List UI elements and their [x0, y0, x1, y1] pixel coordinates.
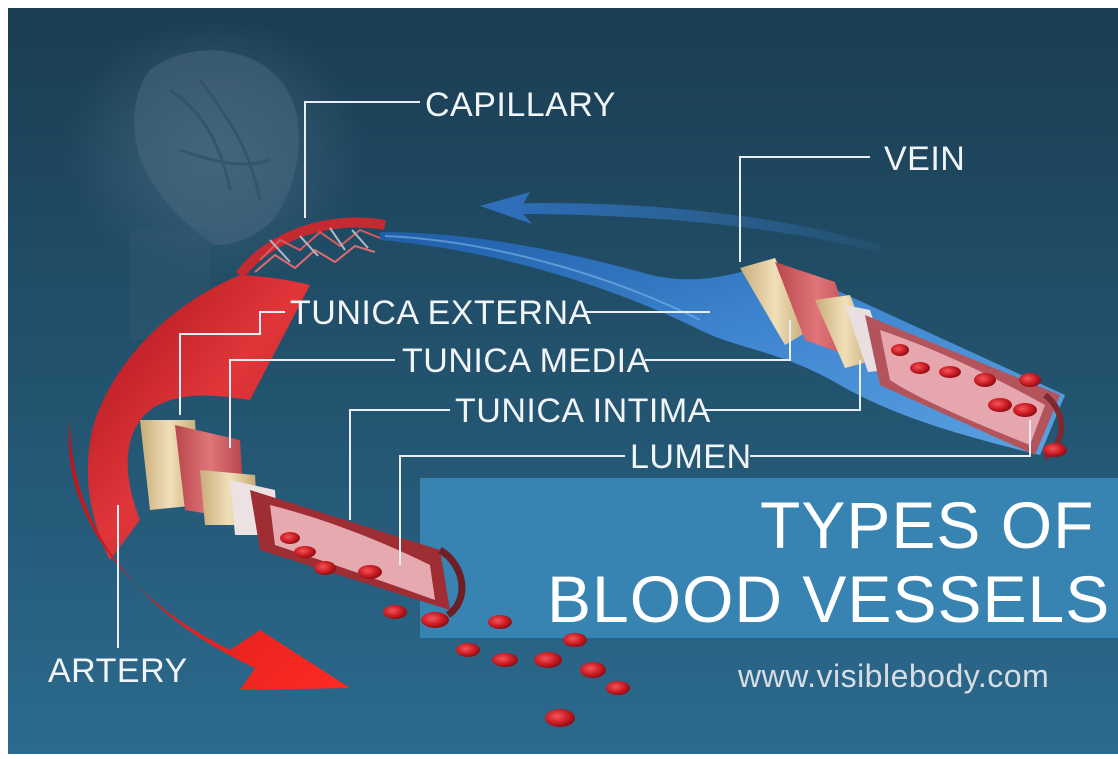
title-line-1: TYPES OF	[760, 490, 1094, 560]
title-line-2: BLOOD VESSELS	[547, 564, 1110, 634]
vein-label: VEIN	[884, 140, 965, 178]
artery-label: ARTERY	[48, 652, 188, 690]
website-url: www.visiblebody.com	[738, 658, 1049, 695]
tunica-intima-label: TUNICA INTIMA	[455, 392, 711, 430]
tunica-media-label: TUNICA MEDIA	[402, 342, 650, 380]
tunica-externa-label: TUNICA EXTERNA	[290, 294, 592, 332]
lumen-label: LUMEN	[630, 438, 752, 476]
capillary-label: CAPILLARY	[425, 86, 616, 124]
